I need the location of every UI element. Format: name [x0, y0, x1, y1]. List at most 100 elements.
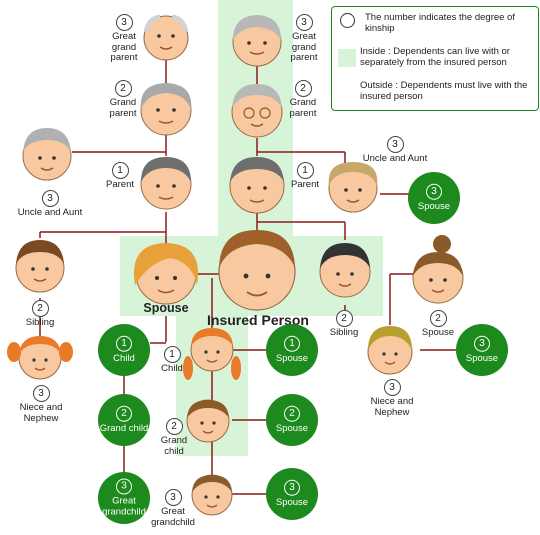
grandchild-face — [186, 399, 230, 443]
legend-outside-note: Outside : Dependents must live with the … — [360, 80, 528, 102]
uncle-aunt-left-label: 3 Uncle and Aunt — [5, 190, 95, 219]
grandparent-right-label: 2 Grand parent — [283, 80, 323, 119]
grandparent-left-face — [140, 83, 192, 136]
degree-circle: 3 — [426, 183, 442, 200]
grandparent-left-label: 2 Grand parent — [100, 80, 146, 119]
node-label: Sibling — [329, 327, 359, 338]
niece-left-label: 3 Niece and Nephew — [15, 385, 67, 424]
niece-right-label: 3 Niece and Nephew — [366, 379, 418, 418]
degree-circle: 1 — [284, 335, 300, 352]
degree-circle: 3 — [32, 385, 50, 402]
degree-circle: 2 — [284, 405, 300, 422]
degree-circle: 3 — [115, 14, 133, 31]
node-label: Parent — [106, 179, 134, 190]
degree-circle: 3 — [164, 489, 182, 506]
insured-person-label: Insured Person — [207, 312, 309, 328]
niece-left-face — [7, 336, 73, 380]
node-label: Child — [113, 352, 135, 364]
grandchild-label: 2 Grand child — [154, 418, 194, 457]
node-label: Spouse — [275, 496, 309, 508]
node-label: Niece and Nephew — [370, 396, 414, 418]
connector-lines — [39, 58, 458, 495]
legend-box: The number indicates the degree of kinsh… — [331, 6, 539, 111]
sibling-spouse-face — [412, 235, 464, 304]
node-label: Spouse — [421, 327, 455, 338]
great-grandchild-label: 3 Great grandchild — [146, 489, 200, 528]
legend-inside-swatch — [338, 49, 356, 67]
degree-circle: 2 — [335, 310, 353, 327]
degree-circle: 2 — [114, 80, 132, 97]
node-label: Spouse — [417, 200, 451, 212]
sibling-spouse-label: 2 Spouse — [416, 310, 460, 339]
child-label: 1 Child — [152, 346, 192, 375]
node-label: Parent — [291, 179, 319, 190]
sibling-left-label: 2 Sibling — [10, 300, 70, 329]
node-label: Grand parent — [289, 97, 317, 119]
node-label: Grand child — [99, 422, 149, 434]
degree-circle: 3 — [284, 479, 300, 496]
node-label: Great grandchild — [102, 495, 146, 517]
insured-person-face — [218, 230, 296, 311]
degree-circle: 2 — [165, 418, 183, 435]
legend-inside-note: Inside : Dependents can live with or sep… — [360, 46, 510, 68]
uncle-aunt-right-label: 3 Uncle and Aunt — [350, 136, 440, 165]
great-grandchild-face — [191, 474, 233, 516]
parent-left-label: 1 Parent — [100, 162, 140, 191]
sibling-right-label: 2 Sibling — [322, 310, 366, 339]
node-label: Great grandchild — [151, 506, 195, 528]
degree-circle: 3 — [116, 478, 132, 495]
uncle-aunt-left-face — [22, 128, 72, 181]
great-grandparent-right-label: 3 Great grand parent — [282, 14, 326, 64]
grandparent-right-face — [231, 84, 283, 138]
sibling-left-face — [15, 240, 65, 293]
node-label: Great grand parent — [110, 31, 138, 63]
node-label: Niece and Nephew — [19, 402, 63, 424]
node-label: Uncle and Aunt — [17, 207, 83, 218]
node-label: Spouse — [465, 352, 499, 364]
degree-circle: 2 — [294, 80, 312, 97]
degree-circle: 3 — [386, 136, 404, 153]
node-label: Child — [161, 363, 183, 374]
degree-circle: 1 — [163, 346, 181, 363]
degree-circle: 1 — [111, 162, 129, 179]
node-label: Grand parent — [109, 97, 137, 119]
sibling-right-face — [319, 243, 371, 298]
spouse-label: Spouse — [143, 301, 189, 315]
node-label: Uncle and Aunt — [362, 153, 428, 164]
spouse-face — [133, 243, 199, 305]
great-grandparent-left-face — [143, 14, 189, 61]
node-label: Sibling — [25, 317, 55, 328]
degree-circle: 2 — [31, 300, 49, 317]
node-label: Spouse — [275, 352, 309, 364]
great-grandparent-left-label: 3 Great grand parent — [100, 14, 148, 64]
degree-circle: 3 — [295, 14, 313, 31]
degree-circle: 3 — [474, 335, 490, 352]
degree-circle: 3 — [41, 190, 59, 207]
degree-circle: 1 — [116, 335, 132, 352]
uncle-aunt-right-face — [328, 162, 378, 213]
legend-circle-note: The number indicates the degree of kinsh… — [365, 12, 515, 34]
node-label: Grand child — [160, 435, 188, 457]
node-label: Spouse — [275, 422, 309, 434]
niece-right-face — [367, 326, 413, 375]
child-face — [183, 328, 241, 380]
degree-circle: 2 — [116, 405, 132, 422]
great-grandparent-right-face — [232, 15, 282, 67]
degree-circle: 3 — [383, 379, 401, 396]
node-label: Great grand parent — [290, 31, 318, 63]
degree-circle: 1 — [296, 162, 314, 179]
parent-right-face — [229, 157, 285, 214]
legend-circle-icon — [340, 13, 355, 28]
degree-circle: 2 — [429, 310, 447, 327]
parent-right-label: 1 Parent — [285, 162, 325, 191]
